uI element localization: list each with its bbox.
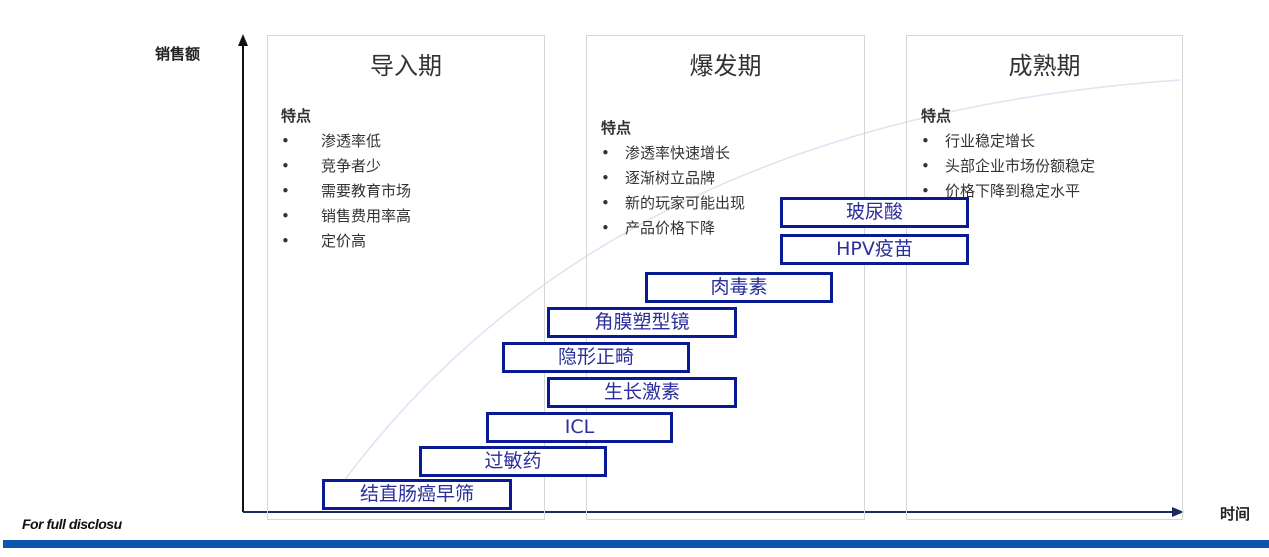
feature-item: 竞争者少 [281, 154, 411, 179]
feature-heading: 特点 [921, 107, 952, 125]
stage-title: 爆发期 [689, 52, 762, 80]
stage-title: 导入期 [370, 52, 442, 80]
stage-title: 成熟期 [1008, 52, 1081, 80]
feature-item: 需要教育市场 [281, 179, 411, 204]
y-axis-label: 销售额 [155, 45, 201, 63]
x-axis-label: 时间 [1220, 505, 1251, 523]
feature-item: 头部企业市场份额稳定 [921, 154, 1095, 179]
feature-item: 定价高 [281, 229, 411, 254]
stage-panel-boom: 爆发期 特点 渗透率快速增长 逐渐树立品牌 新的玩家可能出现 产品价格下降 [586, 35, 865, 520]
stage-features: 特点 行业稳定增长 头部企业市场份额稳定 价格下降到稳定水平 [921, 104, 1095, 204]
product-box: 玻尿酸 [780, 197, 969, 228]
product-box: 结直肠癌早筛 [322, 479, 512, 510]
feature-item: 渗透率低 [281, 129, 411, 154]
product-box: HPV疫苗 [780, 234, 969, 265]
product-box: 角膜塑型镜 [547, 307, 737, 338]
stage-panel-mature: 成熟期 特点 行业稳定增长 头部企业市场份额稳定 价格下降到稳定水平 [906, 35, 1183, 520]
stage-features: 特点 渗透率快速增长 逐渐树立品牌 新的玩家可能出现 产品价格下降 [601, 116, 745, 241]
stage-features: 特点 渗透率低 竞争者少 需要教育市场 销售费用率高 定价高 [281, 104, 411, 254]
product-box: 过敏药 [419, 446, 607, 477]
feature-heading: 特点 [281, 107, 312, 125]
product-box: 隐形正畸 [502, 342, 690, 373]
feature-heading: 特点 [601, 119, 632, 137]
feature-item: 销售费用率高 [281, 204, 411, 229]
footer-bar [3, 540, 1269, 548]
feature-item: 产品价格下降 [601, 216, 745, 241]
feature-item: 渗透率快速增长 [601, 141, 745, 166]
product-box: 肉毒素 [645, 272, 833, 303]
feature-item: 价格下降到稳定水平 [921, 179, 1095, 204]
x-axis-arrow-icon [1172, 507, 1184, 517]
disclosure-text: For full disclosu [22, 516, 122, 532]
y-axis-arrow-icon [238, 34, 248, 46]
stage-panel-intro: 导入期 特点 渗透率低 竞争者少 需要教育市场 销售费用率高 定价高 [267, 35, 545, 520]
feature-item: 逐渐树立品牌 [601, 166, 745, 191]
product-box: 生长激素 [547, 377, 737, 408]
feature-item: 新的玩家可能出现 [601, 191, 745, 216]
feature-item: 行业稳定增长 [921, 129, 1095, 154]
product-box: ICL [486, 412, 673, 443]
